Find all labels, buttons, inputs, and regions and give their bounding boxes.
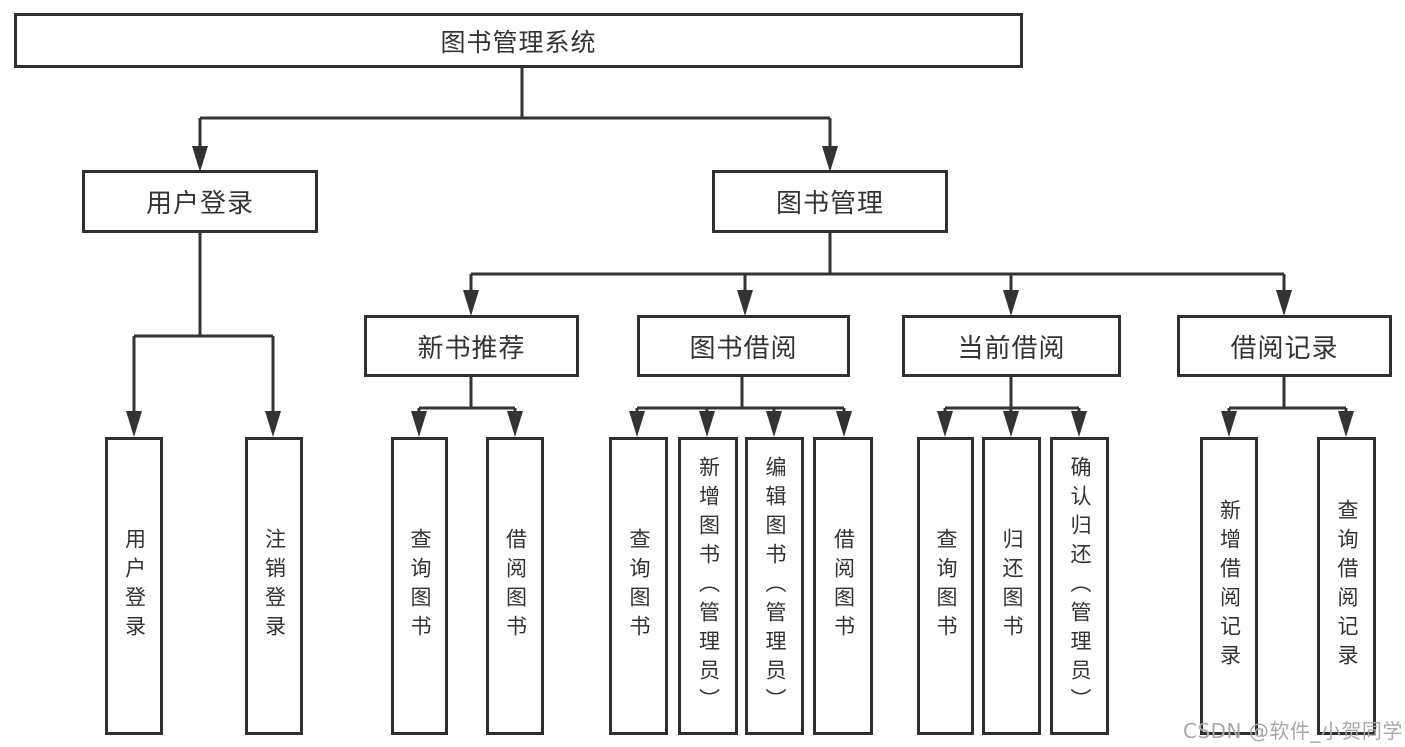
leaf-label: 注销登录 [262, 528, 287, 644]
leaf-logout-login: 注销登录 [245, 437, 303, 735]
arrow-icon [937, 411, 953, 437]
node-new-book-recommend: 新书推荐 [364, 315, 579, 377]
leaf-add-borrow-record: 新增借阅记录 [1200, 437, 1258, 735]
connector-new-book-recommend-children [417, 377, 517, 414]
leaf-confirm-return-admin: 确认归还（管理员） [1050, 437, 1109, 735]
connector-book-management-children [469, 233, 1286, 292]
arrowheads [126, 146, 1354, 437]
node-label: 图书管理系统 [440, 27, 597, 57]
arrow-icon [766, 411, 782, 437]
arrow-icon [411, 411, 427, 437]
node-book-management: 图书管理 [712, 170, 948, 233]
arrow-icon [699, 411, 715, 437]
leaf-borrow-books-recommend: 借阅图书 [486, 437, 544, 735]
node-label: 图书管理 [775, 189, 884, 219]
leaf-label: 确认归还（管理员） [1068, 455, 1092, 717]
node-user-login: 用户登录 [82, 170, 318, 233]
leaf-label: 新增图书（管理员） [696, 455, 721, 717]
leaf-query-books-current: 查询图书 [917, 437, 974, 735]
connector-current-borrowing-children [943, 377, 1081, 414]
leaf-label: 借阅图书 [831, 528, 856, 644]
leaf-label: 查询图书 [408, 528, 432, 644]
leaf-borrow-books-borrowing: 借阅图书 [813, 437, 873, 735]
leaf-edit-books-admin: 编辑图书（管理员） [745, 437, 804, 735]
leaf-label: 编辑图书（管理员） [763, 455, 787, 717]
arrow-icon [507, 411, 523, 437]
arrow-icon [1071, 411, 1087, 437]
node-borrowing-records: 借阅记录 [1177, 315, 1392, 377]
arrow-icon [1276, 290, 1292, 316]
leaf-label: 查询借阅记录 [1335, 499, 1359, 673]
arrow-icon [1221, 411, 1237, 437]
leaf-return-books: 归还图书 [982, 437, 1041, 735]
node-label: 用户登录 [145, 189, 254, 219]
node-library-management-system: 图书管理系统 [14, 13, 1023, 68]
arrow-icon [822, 146, 838, 172]
node-label: 图书借阅 [689, 333, 798, 364]
node-label: 新书推荐 [417, 333, 526, 364]
arrow-icon [629, 411, 645, 437]
arrow-icon [192, 146, 208, 172]
leaf-label: 新增借阅记录 [1217, 499, 1242, 673]
leaf-query-books-borrowing: 查询图书 [609, 437, 668, 735]
node-label: 借阅记录 [1230, 333, 1339, 364]
arrow-icon [1003, 290, 1019, 316]
leaf-label: 用户登录 [122, 528, 147, 644]
leaf-user-login: 用户登录 [105, 437, 163, 735]
leaf-query-books-recommend: 查询图书 [391, 437, 448, 735]
leaf-label: 借阅图书 [503, 528, 528, 644]
watermark: CSDN @软件_小贺同学 [1183, 719, 1403, 743]
node-book-borrowing: 图书借阅 [637, 315, 850, 377]
arrow-icon [265, 411, 281, 437]
arrow-icon [836, 411, 852, 437]
node-label: 当前借阅 [957, 333, 1066, 364]
leaf-label: 归还图书 [1000, 528, 1024, 644]
connector-root-to-level2 [198, 68, 832, 148]
leaf-label: 查询图书 [627, 528, 651, 644]
arrow-icon [126, 411, 142, 437]
connector-book-borrowing-children [635, 377, 846, 414]
arrow-icon [463, 290, 479, 316]
leaf-add-books-admin: 新增图书（管理员） [678, 437, 738, 735]
arrow-icon [1003, 411, 1019, 437]
connector-borrowing-records-children [1227, 377, 1348, 414]
arrow-icon [737, 290, 753, 316]
arrow-icon [1338, 411, 1354, 437]
leaf-label: 查询图书 [934, 528, 958, 644]
leaf-query-borrow-record: 查询借阅记录 [1317, 437, 1376, 735]
node-current-borrowing: 当前借阅 [902, 315, 1121, 377]
connector-user-login-children [132, 233, 275, 414]
